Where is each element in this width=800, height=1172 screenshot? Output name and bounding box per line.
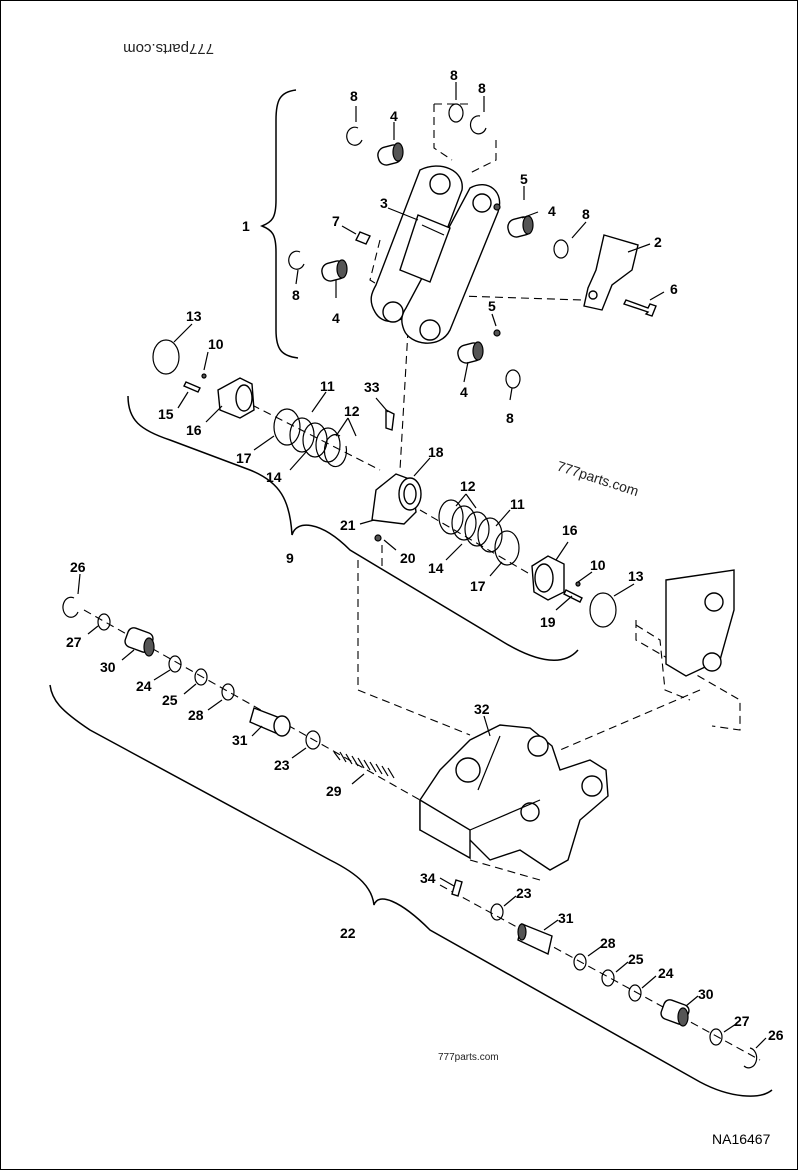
- callout-12b: 12: [460, 478, 476, 494]
- callout-8d: 8: [582, 206, 590, 222]
- callout-11a: 11: [320, 378, 335, 394]
- callout-numbers: 1 2 3 4 4 4 4 5 5 6 7 8 8 8 8 8 8 9 10 1…: [66, 67, 784, 1043]
- bracket-hole: [588, 290, 598, 300]
- callout-4a: 4: [390, 108, 398, 124]
- callout-4d: 4: [460, 384, 468, 400]
- callout-23b: 23: [516, 885, 532, 901]
- brace-group-1: [259, 89, 299, 359]
- callout-31b: 31: [558, 910, 574, 926]
- brace-group-22: [49, 684, 773, 1097]
- callout-26a: 26: [70, 559, 86, 575]
- callout-28a: 28: [188, 707, 204, 723]
- callout-5a: 5: [520, 171, 528, 187]
- bracket-plate: [583, 234, 639, 311]
- callout-27a: 27: [66, 634, 82, 650]
- callout-34: 34: [420, 870, 436, 886]
- callout-3: 3: [380, 195, 388, 211]
- callout-24b: 24: [658, 965, 674, 981]
- callout-5b: 5: [488, 298, 496, 314]
- callout-30b: 30: [698, 986, 714, 1002]
- callout-10b: 10: [590, 557, 606, 573]
- callout-16b: 16: [562, 522, 578, 538]
- callout-30a: 30: [100, 659, 116, 675]
- callout-8b: 8: [450, 67, 458, 83]
- callout-1: 1: [242, 218, 250, 234]
- callout-28b: 28: [600, 935, 616, 951]
- callout-29: 29: [326, 783, 342, 799]
- callout-leaders: [77, 82, 767, 1049]
- callout-6: 6: [670, 281, 678, 297]
- callout-19: 19: [540, 614, 556, 630]
- snap-rings: [288, 103, 569, 389]
- bolt-6: [623, 299, 657, 317]
- callout-4b: 4: [548, 203, 556, 219]
- callout-13b: 13: [628, 568, 644, 584]
- callout-14b: 14: [428, 560, 444, 576]
- callout-33: 33: [364, 379, 380, 395]
- callout-10a: 10: [208, 336, 224, 352]
- watermark-top: 777parts.com: [123, 40, 214, 57]
- callout-11b: 11: [510, 496, 525, 512]
- pivot-group: [152, 339, 617, 628]
- callout-20: 20: [400, 550, 416, 566]
- callout-23a: 23: [274, 757, 290, 773]
- callout-9: 9: [286, 550, 294, 566]
- linkage-assembly: [370, 165, 501, 344]
- callout-13a: 13: [186, 308, 202, 324]
- callout-17b: 17: [470, 578, 486, 594]
- callout-17a: 17: [236, 450, 252, 466]
- callout-7: 7: [332, 213, 340, 229]
- watermark-middle: 777parts.com: [555, 458, 641, 499]
- callout-32: 32: [474, 701, 490, 717]
- callout-25a: 25: [162, 692, 178, 708]
- bushing-parts: [321, 142, 534, 364]
- watermark-bottom: 777parts.com: [438, 1052, 499, 1063]
- callout-31a: 31: [232, 732, 248, 748]
- callout-8a: 8: [350, 88, 358, 104]
- callout-8e: 8: [292, 287, 300, 303]
- callout-24a: 24: [136, 678, 152, 694]
- callout-25b: 25: [628, 951, 644, 967]
- callout-8f: 8: [506, 410, 514, 426]
- grease-fittings: [355, 203, 501, 337]
- callout-2: 2: [654, 234, 662, 250]
- reference-code: NA16467: [712, 1131, 771, 1147]
- callout-22: 22: [340, 925, 356, 941]
- callout-15: 15: [158, 406, 174, 422]
- callout-4c: 4: [332, 310, 340, 326]
- callout-14a: 14: [266, 469, 282, 485]
- brace-group-9: [127, 395, 579, 661]
- quick-tach-group: [62, 569, 758, 1069]
- callout-21: 21: [340, 517, 356, 533]
- callout-16a: 16: [186, 422, 202, 438]
- callout-8c: 8: [478, 80, 486, 96]
- callout-12a: 12: [344, 403, 360, 419]
- callout-27b: 27: [734, 1013, 750, 1029]
- callout-18: 18: [428, 444, 444, 460]
- dashed-guide-lines: [83, 103, 761, 1061]
- callout-26b: 26: [768, 1027, 784, 1043]
